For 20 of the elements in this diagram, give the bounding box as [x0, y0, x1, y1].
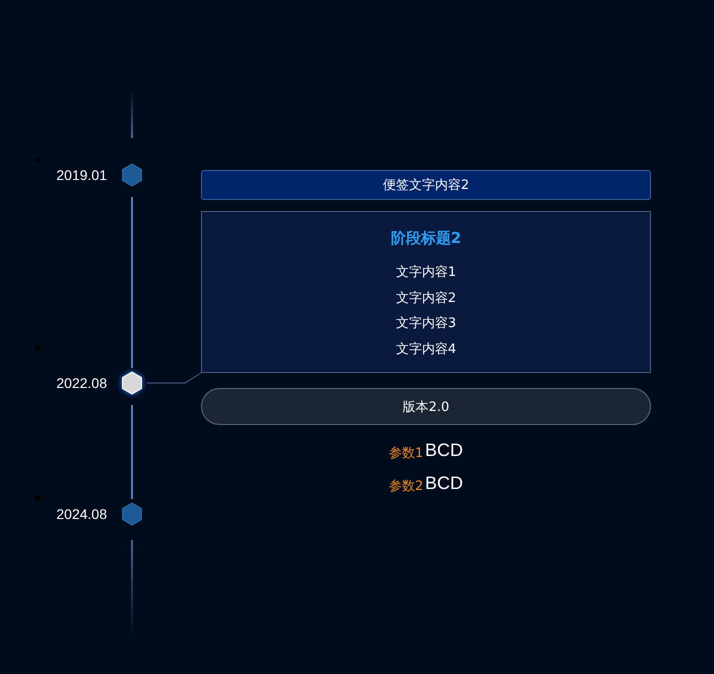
param-value: BCD: [425, 473, 464, 494]
date-label: 2019.01: [56, 167, 107, 183]
note-box: [201, 170, 651, 200]
content-text: 文字内容3: [394, 315, 458, 333]
param-name: 参数2: [389, 478, 424, 495]
timeline-line: [131, 197, 133, 368]
timeline-line: [131, 405, 133, 499]
version-text: 版本2.0: [402, 398, 450, 416]
version-pill: [201, 388, 651, 425]
param-name: 参数1: [389, 445, 424, 462]
stage-card: [201, 211, 651, 373]
content-text: 文字内容4: [394, 340, 458, 358]
connector-line: [146, 372, 202, 384]
content-text: 文字内容1: [394, 264, 458, 282]
content-text: 文字内容2: [394, 290, 458, 308]
date-label: 2024.08: [56, 506, 107, 522]
note-text: 便签文字内容2: [382, 177, 470, 194]
date-label: 2022.08: [56, 375, 107, 391]
stage-title: 阶段标题2: [390, 228, 462, 249]
param-value: BCD: [425, 440, 464, 461]
